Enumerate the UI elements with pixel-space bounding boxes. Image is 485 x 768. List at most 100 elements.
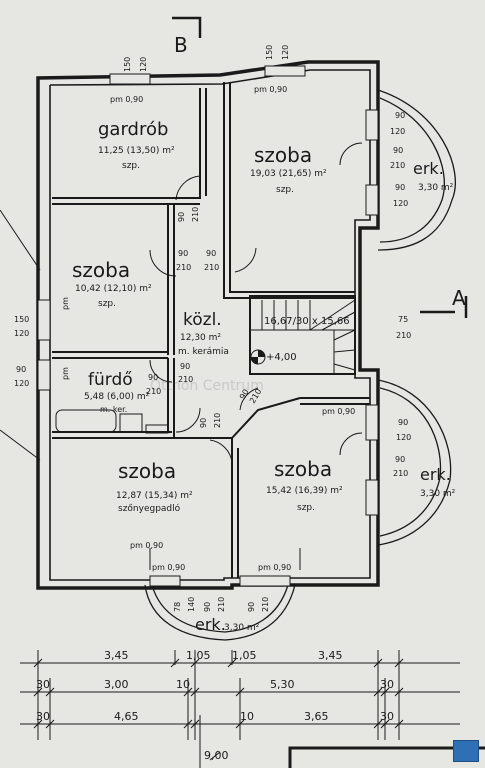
opening-label: pm 0,90 [130,541,163,550]
dimension-value: 30 [380,678,394,691]
opening-label: 210 [176,263,191,272]
room-floor: m. ker. [100,405,127,414]
dimension-value: 3,65 [304,710,329,723]
opening-label: 210 [213,413,222,428]
room-floor: szp. [276,185,294,195]
opening-label: 78 [173,602,182,612]
opening-label: 210 [396,331,411,340]
dimension-value: 3,45 [318,649,343,662]
opening-labels: pm 0,90 pm 0,90 pm 0,90 pm pm pm 0,90 pm… [14,45,411,612]
total-dimension: 9,00 [204,749,229,762]
room-name: gardrób [98,119,168,140]
section-lines [172,16,468,318]
dimension-value: 30 [36,678,50,691]
opening-label: 210 [390,161,405,170]
opening-label: 90 [247,602,256,612]
window-marks [37,65,379,587]
room-name: szoba [274,457,332,481]
opening-label: 90 [178,249,188,258]
opening-label: 90 [177,212,186,222]
room-floor: szp. [122,161,140,171]
opening-label: 120 [139,57,148,72]
room-area: 15,42 (16,39) m² [266,486,343,496]
opening-label: 210 [204,263,219,272]
opening-label: 120 [396,433,411,442]
opening-label: 90 [203,602,212,612]
opening-label: pm 0,90 [110,95,143,104]
balcony-label: erk. [420,465,451,484]
opening-label: 150 [265,45,274,60]
opening-label: 210 [178,375,193,384]
opening-label: pm 0,90 [258,563,291,572]
balconies [144,89,456,641]
opening-label: 210 [217,597,226,612]
opening-label: 150 [14,315,29,324]
room-name: közl. [183,310,222,330]
opening-label: pm 0,90 [254,85,287,94]
opening-label: 150 [123,57,132,72]
dimension-value: 1,05 [232,649,257,662]
level-label: +4,00 [266,352,297,363]
room-floor: m. kerámia [178,347,229,357]
dimension-values: 3,45 1,05 1,05 3,45 30 3,00 10 5,30 30 3… [36,649,394,762]
opening-label: 90 [206,249,216,258]
stairs-label: 16,67/30 x 15,66 [264,316,350,327]
opening-label: 90 [148,373,158,382]
opening-label: 140 [187,597,196,612]
room-area: 11,25 (13,50) m² [98,146,175,156]
opening-label: 90 [199,418,208,428]
opening-label: 120 [390,127,405,136]
room-area: 12,87 (15,34) m² [116,491,193,501]
balcony-area: 3,30 m² [224,623,260,633]
opening-label: 210 [191,207,200,222]
watermark-text: Otthon Centrum [150,378,264,394]
dimension-lines [20,650,485,768]
inner-wall-lines [49,69,371,581]
opening-label: 90 [393,146,403,155]
site-lines [0,209,41,461]
room-labels: gardrób 11,25 (13,50) m² szp. szoba 19,0… [72,119,456,634]
opening-label: 90 [398,418,408,427]
dimension-value: 4,65 [114,710,139,723]
door-swings [149,142,363,570]
opening-label: 90 [395,455,405,464]
opening-label: 90 [395,183,405,192]
staircase [250,299,356,374]
level-marker: +4,00 [250,349,297,365]
dimension-value: 10 [240,710,254,723]
corner-logo [453,740,479,762]
room-name: szoba [72,258,130,282]
dimension-value: 3,00 [104,678,129,691]
room-floor: szp. [98,299,116,309]
opening-label: pm 0,90 [322,407,355,416]
opening-label: pm 0,90 [152,563,185,572]
dimension-value: 3,45 [104,649,129,662]
section-mark-a: A [452,286,466,310]
opening-label: pm [61,297,70,310]
room-name: fürdő [88,370,133,390]
opening-label: 210 [146,387,161,396]
dimension-value: 10 [176,678,190,691]
partition-walls [52,82,370,578]
balcony-label: erk. [195,615,226,634]
room-area: 12,30 m² [180,333,221,343]
dimension-value: 1,05 [186,649,211,662]
bathroom-fixtures [55,409,169,434]
opening-label: pm [61,367,70,380]
opening-label: 120 [14,329,29,338]
room-name: szoba [118,459,176,483]
opening-label: 210 [393,469,408,478]
opening-label: 90 [180,362,190,371]
opening-label: 90 [395,111,405,120]
room-area: 5,48 (6,00) m² [84,392,150,402]
room-area: 10,42 (12,10) m² [75,284,152,294]
opening-label: 120 [281,45,290,60]
opening-label: 75 [398,315,408,324]
dimension-value: 30 [36,710,50,723]
room-area: 19,03 (21,65) m² [250,169,327,179]
room-floor: szp. [297,503,315,513]
opening-label: 90 [238,388,251,401]
opening-label: 90 [16,365,26,374]
